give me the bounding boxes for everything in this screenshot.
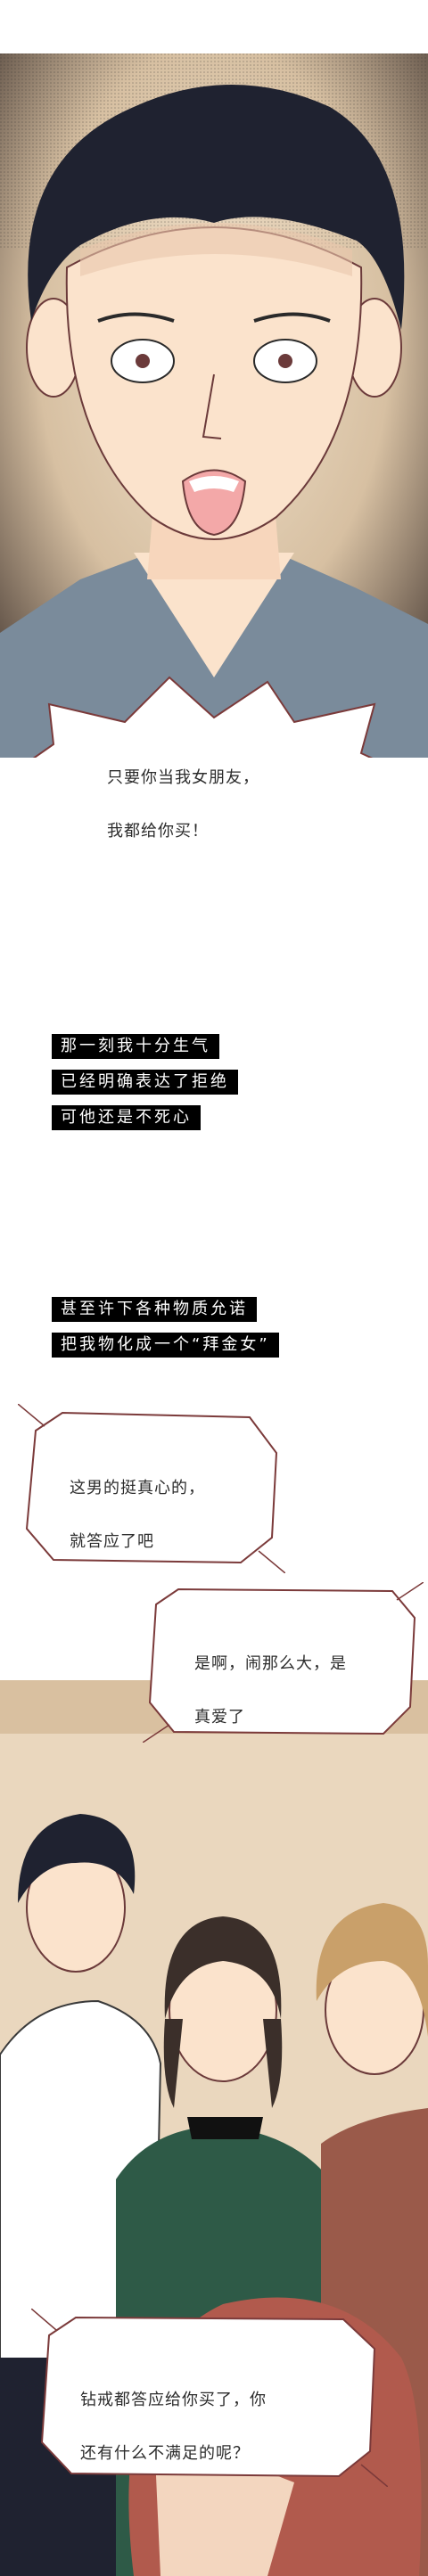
speech-text-boyfriend-offer: 只要你当我女朋友， 我都给你买！ [107, 768, 259, 841]
caption-promises: 甚至许下各种物质允诺 [52, 1297, 257, 1322]
speech-bubble-left [18, 1404, 285, 1573]
face-closeup-illustration [0, 53, 428, 758]
caption-refused: 已经明确表达了拒绝 [52, 1070, 238, 1095]
caption-persistent: 可他还是不死心 [52, 1105, 201, 1130]
caption-angry: 那一刻我十分生气 [52, 1034, 219, 1059]
speech-text-just-accept: 这男的挺真心的， 就答应了吧 [70, 1479, 205, 1551]
speech-text-diamond-ring: 钻戒都答应给你买了，你 还有什么不满足的呢？ [80, 2391, 267, 2463]
speech-text-true-love: 是啊，闹那么大，是 真爱了 [194, 1654, 347, 1727]
speech-bubble-bottom [31, 2309, 388, 2487]
speech-bubble-right [143, 1582, 424, 1743]
panel-face-closeup [0, 53, 428, 758]
caption-materialistic: 把我物化成一个“拜金女” [52, 1333, 279, 1358]
spiky-speech-bubble [32, 676, 376, 758]
